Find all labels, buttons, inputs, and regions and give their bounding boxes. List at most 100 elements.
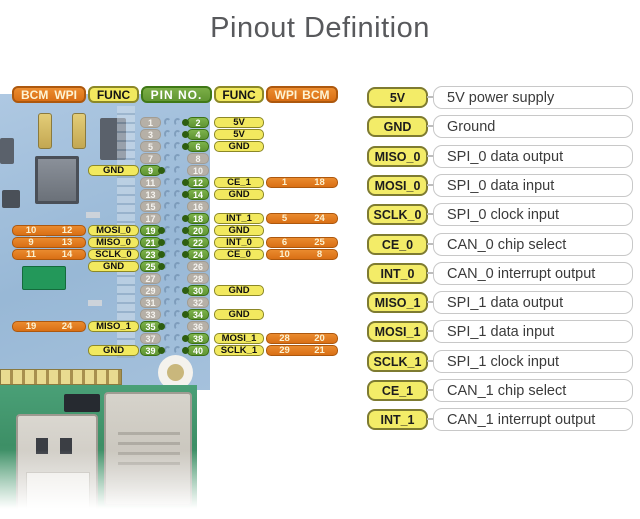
pin-number-right: 8	[187, 153, 209, 164]
header-bcm-left-label: BCM	[21, 87, 49, 102]
pin-connector-dot	[182, 287, 189, 294]
pin-number-left: 33	[140, 309, 161, 320]
header-pin-curl	[174, 202, 181, 210]
header-pin-curl	[164, 166, 171, 174]
header-pin-curl	[164, 322, 171, 330]
func-label-right: 5V	[214, 129, 264, 140]
header-pin-curl	[174, 334, 181, 342]
pin-connector-dot	[182, 251, 189, 258]
bcm-value: 24	[314, 213, 325, 224]
header-wpi-left-label: WPI	[54, 87, 77, 102]
func-label-left: SCLK_0	[88, 249, 139, 260]
wpi-value: 24	[61, 321, 73, 332]
bcm-value: 21	[314, 345, 325, 356]
header-pin-curl	[164, 130, 171, 138]
wpi-value: 28	[279, 333, 290, 344]
legend-badge: CE_0	[367, 234, 428, 255]
legend-badge: MOSI_0	[367, 175, 428, 196]
header-pin-curl	[174, 214, 181, 222]
header-pin-curl	[174, 130, 181, 138]
header-wpi-right-label: WPI	[274, 87, 298, 102]
legend-description: Ground	[433, 115, 633, 138]
wpi-value: 6	[281, 237, 288, 248]
func-label-right: GND	[214, 225, 264, 236]
pin-connector-dot	[158, 167, 165, 174]
header-pin-curl	[174, 310, 181, 318]
header-pin-curl	[164, 202, 171, 210]
wpi-bcm-right: 6 25	[266, 237, 338, 248]
pin-number-left: 5	[140, 141, 161, 152]
pin-connector-dot	[182, 191, 189, 198]
pin-number-left: 29	[140, 285, 161, 296]
bcm-value: 25	[314, 237, 325, 248]
header-pin-curl	[174, 166, 181, 174]
pin-connector-dot	[182, 179, 189, 186]
bcm-value: 20	[314, 333, 325, 344]
header-pin-curl	[164, 310, 171, 318]
legend-connector	[427, 360, 434, 362]
pin-connector-dot	[182, 335, 189, 342]
legend-description: CAN_0 chip select	[433, 233, 633, 256]
wpi-value: 5	[281, 213, 288, 224]
func-label-right: GND	[214, 285, 264, 296]
legend-connector	[427, 155, 434, 157]
pin-number-left: 13	[140, 189, 161, 200]
capacitor-icon	[72, 113, 86, 149]
legend-description: 5V power supply	[433, 86, 633, 109]
legend-description: SPI_0 data input	[433, 174, 633, 197]
legend-description: CAN_1 interrupt output	[433, 408, 633, 431]
legend-badge: INT_0	[367, 263, 428, 284]
func-label-right: MOSI_1	[214, 333, 264, 344]
pin-number-left: 31	[140, 297, 161, 308]
pin-number-left: 3	[140, 129, 161, 140]
pin-connector-dot	[158, 347, 165, 354]
pin-number-left: 7	[140, 153, 161, 164]
header-pin-curl	[164, 214, 171, 222]
pin-connector-dot	[158, 227, 165, 234]
header-pin-curl	[174, 298, 181, 306]
header-pin-curl	[174, 346, 181, 354]
legend-connector	[427, 389, 434, 391]
resistor-icon	[86, 212, 100, 218]
wpi-bcm-right: 28 20	[266, 333, 338, 344]
pin-connector-dot	[182, 131, 189, 138]
pin-connector-dot	[182, 215, 189, 222]
legend-connector	[427, 213, 434, 215]
header-pin-curl	[164, 178, 171, 186]
legend-connector	[427, 243, 434, 245]
header-bcm-wpi-left: BCM WPI	[12, 86, 86, 103]
legend-description: SPI_1 data output	[433, 291, 633, 314]
legend-description: SPI_0 clock input	[433, 203, 633, 226]
func-label-right: INT_0	[214, 237, 264, 248]
header-pin-curl	[164, 250, 171, 258]
header-pin-curl	[164, 346, 171, 354]
header-pin-curl	[174, 154, 181, 162]
legend-description: SPI_1 clock input	[433, 350, 633, 373]
wpi-bcm-right: 5 24	[266, 213, 338, 224]
header-pin-curl	[164, 286, 171, 294]
func-label-left: GND	[88, 261, 139, 272]
wpi-value: 12	[61, 225, 73, 236]
func-label-left: GND	[88, 345, 139, 356]
func-label-right: GND	[214, 309, 264, 320]
func-label-right: INT_1	[214, 213, 264, 224]
